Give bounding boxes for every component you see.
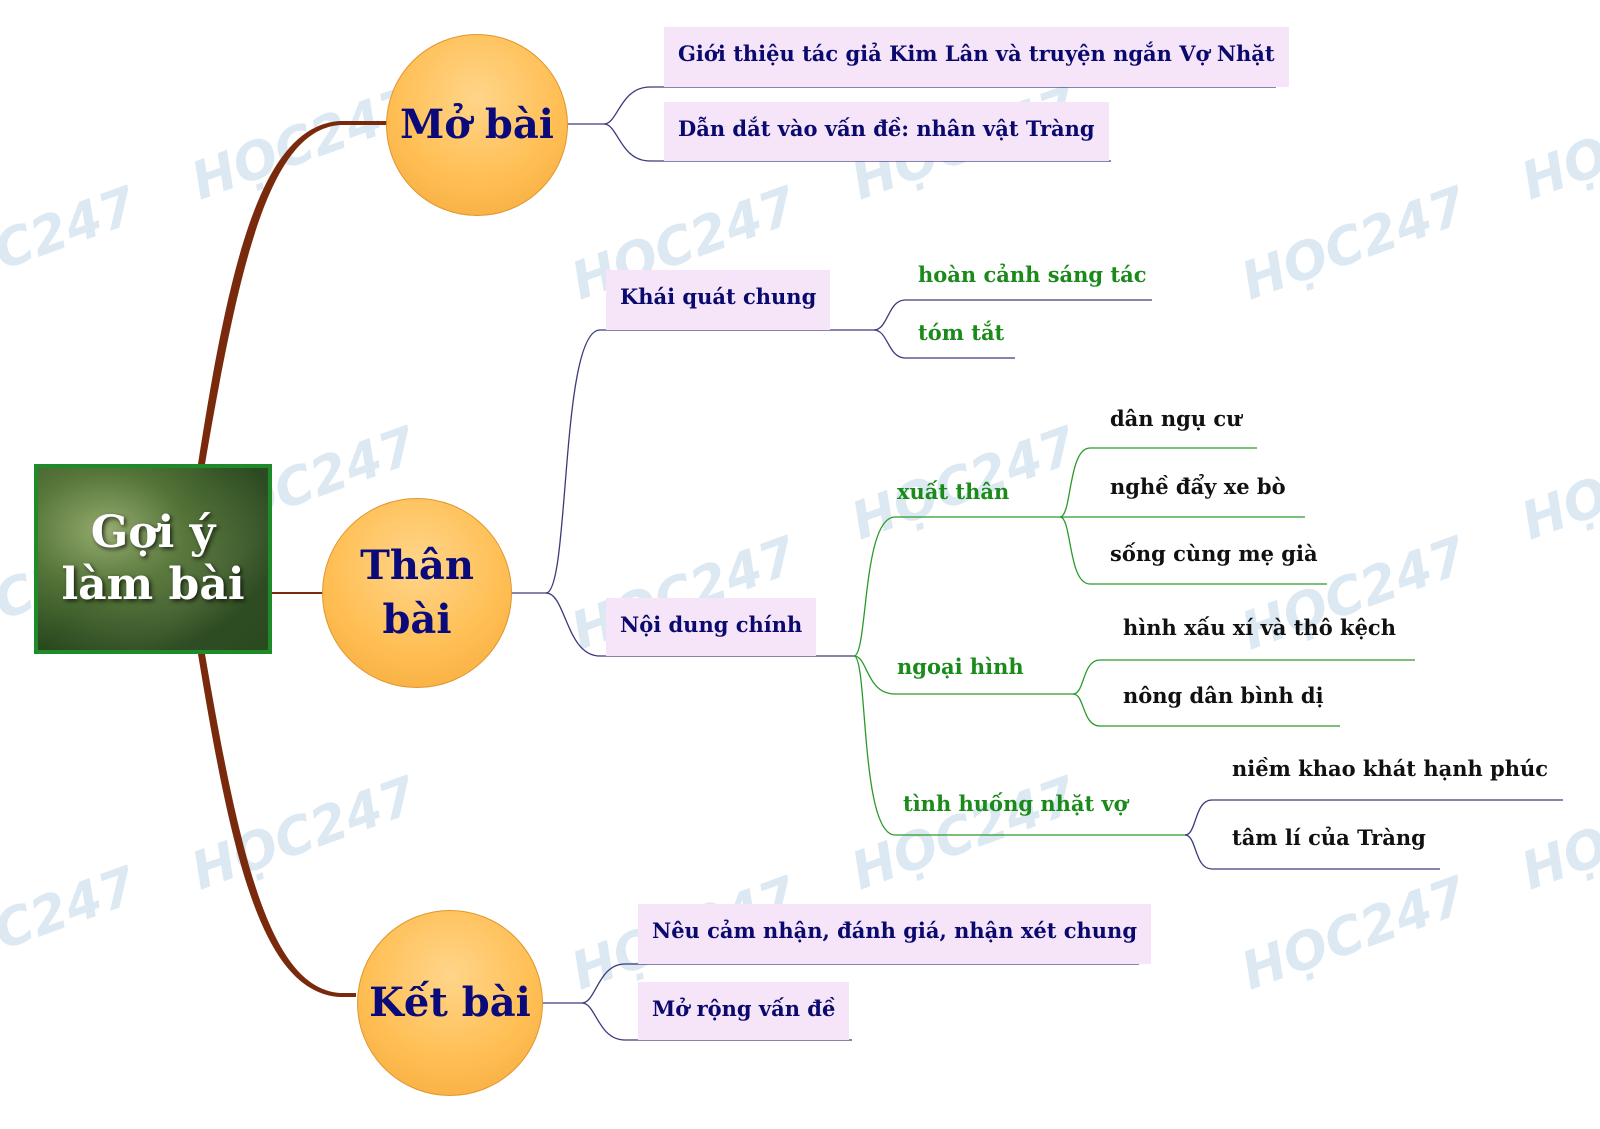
watermark: HỌC247: [844, 765, 1086, 902]
nghe-day-xe-bo: nghề đẩy xe bò: [1110, 474, 1286, 499]
tom-tat: tóm tắt: [918, 320, 1005, 345]
nong-dan-binh-di: nông dân bình dị: [1123, 683, 1324, 708]
ket-bai-item-1: Nêu cảm nhận, đánh giá, nhận xét chung: [638, 904, 1152, 964]
than-bai-connectors: [510, 299, 1152, 657]
mo-bai-node: Mở bài: [386, 34, 568, 216]
tinh-huong-label: tình huống nhặt vợ: [903, 791, 1128, 816]
than-bai-node: Thân bài: [322, 498, 512, 688]
dan-ngu-cu: dân ngụ cư: [1110, 406, 1242, 431]
mo-bai-title: Mở bài: [400, 101, 554, 148]
center-title-line1: Gợi ý: [90, 507, 216, 558]
watermark: HỌC247: [1514, 765, 1600, 902]
center-node: Gợi ý làm bài: [34, 464, 272, 654]
watermark: HỌC247: [184, 765, 426, 902]
mo-bai-connectors: [568, 86, 1276, 162]
khai-quat-chung-label: Khái quát chung: [606, 270, 831, 330]
song-cung-me-gia: sống cùng mẹ già: [1110, 541, 1318, 566]
watermark: HỌC247: [1234, 865, 1476, 1002]
watermark: HỌC247: [0, 855, 146, 992]
ngoai-hinh-label: ngoại hình: [897, 654, 1024, 679]
mo-bai-item-1: Giới thiệu tác giả Kim Lân và truyện ngắ…: [664, 27, 1289, 87]
mo-bai-item-2: Dẫn dắt vào vấn đề: nhân vật Tràng: [664, 102, 1109, 161]
noi-dung-connectors: [853, 447, 1415, 836]
center-title-line2: làm bài: [61, 559, 245, 610]
watermark: HỌC247: [1514, 75, 1600, 212]
ket-bai-connectors: [541, 963, 1139, 1041]
center-title: Gợi ý làm bài: [61, 507, 244, 611]
ket-bai-node: Kết bài: [357, 910, 543, 1096]
hoan-canh-sang-tac: hoàn cảnh sáng tác: [918, 262, 1147, 287]
ket-bai-item-2: Mở rộng vấn đề: [638, 982, 850, 1040]
watermark: HỌC247: [1514, 415, 1600, 552]
xuat-than-label: xuất thân: [897, 479, 1010, 504]
than-bai-title-line2: bài: [382, 596, 452, 643]
niem-khao-khat: niềm khao khát hạnh phúc: [1232, 756, 1549, 781]
tinh-huong-connectors: [1184, 799, 1563, 870]
tam-li-cua-trang: tâm lí của Tràng: [1232, 825, 1426, 850]
watermark: HỌC247: [0, 175, 146, 312]
hinh-xau-xi: hình xấu xí và thô kệch: [1123, 615, 1396, 640]
than-bai-title-line1: Thân: [360, 542, 474, 589]
than-bai-title: Thân bài: [360, 539, 474, 647]
watermark: HỌC247: [1234, 175, 1476, 312]
branch-mo-bai: [198, 121, 388, 464]
ket-bai-title: Kết bài: [369, 979, 531, 1026]
noi-dung-chinh-label: Nội dung chính: [606, 598, 817, 656]
